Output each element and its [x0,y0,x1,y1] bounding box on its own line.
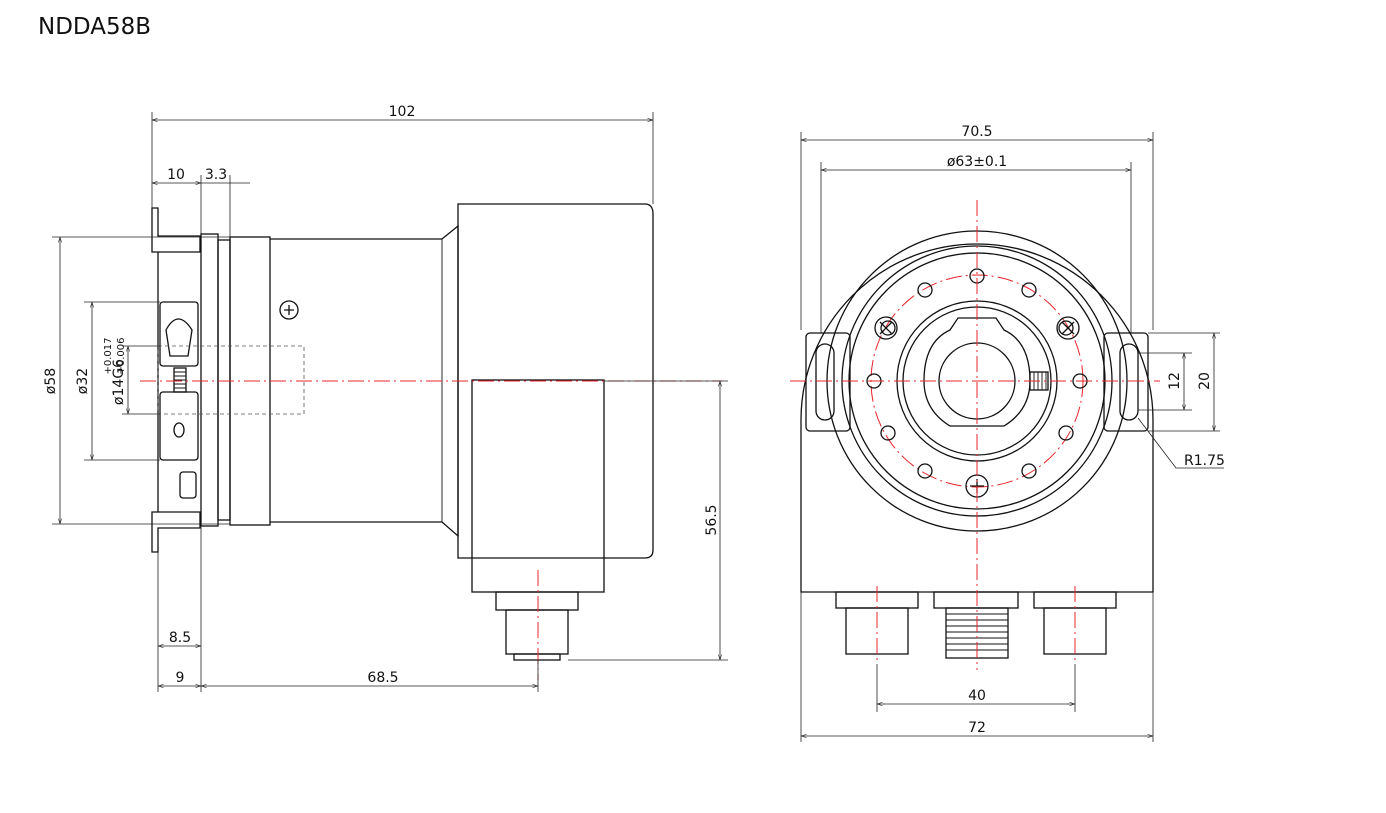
radius-leader [1137,417,1224,469]
screw-icon [279,300,299,320]
side-view: 102 10 3.3 ø58 ø32 ø14G6 +0.017 +0.006 5… [43,104,728,692]
bolt-hole [1021,463,1037,479]
dim-40: 40 [968,688,986,704]
screw-icon [874,316,898,340]
dim-bore: ø14G6 [111,359,127,405]
dim-8-5: 8.5 [169,630,191,646]
dim-56-5: 56.5 [704,504,720,535]
clamp-hole [173,422,185,438]
dim-58: ø58 [43,368,59,394]
connector-tip [513,653,561,661]
dim-32: ø32 [75,368,91,394]
dim-20: 20 [1197,372,1213,390]
drawing-title: NDDA58B [38,14,152,40]
dim-radius: R1.75 [1184,453,1225,469]
clamp-screw-thread [174,371,186,389]
dim-12: 12 [1167,372,1183,390]
connector-housing [471,379,605,593]
bolt-hole [1058,320,1074,336]
dim-bore-tol-upper: +0.017 [103,337,114,374]
bolt-hole [1021,282,1037,298]
screw-cross [1061,321,1075,335]
dim-102: 102 [389,104,416,120]
flange-step [217,239,231,521]
connector-nut-center [933,591,1019,609]
dim-63: ø63±0.1 [947,154,1007,170]
screw-cross [879,321,893,335]
dim-10: 10 [167,167,185,183]
dim-3-3: 3.3 [205,167,227,183]
screw-cross [284,305,294,315]
bolt-hole [880,425,896,441]
bolt-hole [880,320,896,336]
clamp-bracket-lower [151,511,201,553]
flange [200,233,219,527]
connector-nut [495,591,579,611]
clamp-bracket-upper [151,207,201,253]
slot-tab-left [805,332,851,432]
bolt-hole [917,282,933,298]
hidden-bore [157,345,305,415]
clamp-block-top [159,301,199,367]
clamp-lever [165,318,193,357]
front-view: 70.5 ø63±0.1 12 20 R1.75 40 72 [790,124,1225,742]
screw-icon [1056,316,1080,340]
dim-70-5: 70.5 [961,124,992,140]
slot-left [815,343,835,421]
clamp-block-bottom [159,391,199,461]
end-cap [457,203,654,559]
bolt-hole [917,463,933,479]
dim-72: 72 [968,720,986,736]
dim-68-5: 68.5 [367,670,398,686]
slot-tab-right [1103,332,1149,432]
dim-bore-tol-lower: +0.006 [116,337,127,374]
connector-body [505,609,569,655]
clamp-screw-head [179,471,197,499]
slot-right [1119,343,1139,421]
clamp-ring [923,317,1031,427]
dim-9: 9 [176,670,185,686]
bolt-hole [1058,425,1074,441]
